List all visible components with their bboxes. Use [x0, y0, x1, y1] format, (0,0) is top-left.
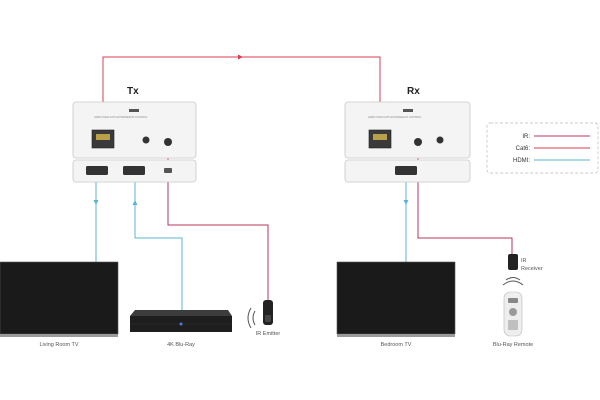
ir-wave-icon [502, 277, 524, 286]
legend-box [486, 122, 599, 174]
ir-emitter-lens [265, 315, 271, 322]
rx-unit: Rx HDMI OVER CAT6 EXTENDER IR CONTROL [344, 86, 471, 183]
ir-cable-rx-to-receiver [417, 150, 513, 254]
ir-receiver-label-line2: Receiver [521, 266, 543, 272]
arrow-down-icon [93, 200, 99, 205]
tx-hdmi-out-port [86, 166, 108, 175]
bluray-power-icon [179, 322, 183, 326]
rx-top-indicator [403, 109, 413, 112]
bedroom-tv-base [337, 334, 455, 337]
rx-port-dot [436, 136, 444, 144]
arrow-up-icon [132, 200, 138, 205]
living-room-tv-base [0, 334, 118, 337]
tx-port-dot [142, 136, 150, 144]
tx-hdmi-in-port [123, 166, 145, 175]
ir-cable-tx-to-emitter [167, 150, 269, 300]
arrow-right-icon [238, 54, 243, 60]
legend: IR: Cat6: HDMI: [486, 122, 599, 174]
rx-cat6-port-pins [373, 134, 387, 140]
remote-dpad [509, 308, 517, 316]
ir-receiver-label-line1: IR [521, 258, 527, 264]
living-room-tv-screen [0, 261, 119, 335]
tx-label: Tx [127, 86, 139, 97]
legend-label-ir: IR: [522, 134, 530, 140]
legend-label-cat6: Cat6: [516, 146, 531, 152]
living-room-tv-label: Living Room TV [39, 342, 78, 348]
bluray-remote: Blu-Ray Remote [493, 291, 533, 348]
tx-top-indicator [129, 109, 139, 112]
legend-label-hdmi: HDMI: [513, 158, 530, 164]
rx-ir-port [414, 138, 422, 146]
rx-label: Rx [407, 86, 420, 97]
ir-receiver-body [508, 254, 518, 270]
remote-label: Blu-Ray Remote [493, 342, 533, 348]
ir-emitter-label: IR Emitter [256, 331, 281, 337]
bluray-player-top [130, 310, 232, 316]
bedroom-tv-screen [336, 261, 456, 335]
tx-usb-port [164, 168, 172, 173]
bluray-player-label: 4K Blu-Ray [167, 342, 195, 348]
bedroom-tv-label: Bedroom TV [381, 342, 412, 348]
bluray-player: 4K Blu-Ray [130, 310, 232, 348]
tx-ir-port [164, 138, 172, 146]
tx-unit: Tx HDMI OVER CAT6 EXTENDER IR CONTROL [72, 86, 197, 183]
arrow-down-icon [403, 200, 409, 205]
remote-buttons [508, 320, 518, 330]
ir-receiver: IR Receiver [502, 254, 543, 286]
remote-display [508, 298, 518, 303]
ir-wave-icon [247, 307, 256, 329]
tx-panel-text: HDMI OVER CAT6 EXTENDER IR CONTROL [94, 115, 148, 119]
rx-panel-text: HDMI OVER CAT6 EXTENDER IR CONTROL [368, 115, 422, 119]
ir-emitter: IR Emitter [247, 300, 281, 337]
bedroom-tv: Bedroom TV [336, 261, 456, 348]
living-room-tv: Living Room TV [0, 261, 119, 348]
hdmi-cable-bluray-to-tx [134, 178, 183, 310]
tx-cat6-port-pins [96, 134, 110, 140]
rx-hdmi-out-port [395, 166, 417, 175]
